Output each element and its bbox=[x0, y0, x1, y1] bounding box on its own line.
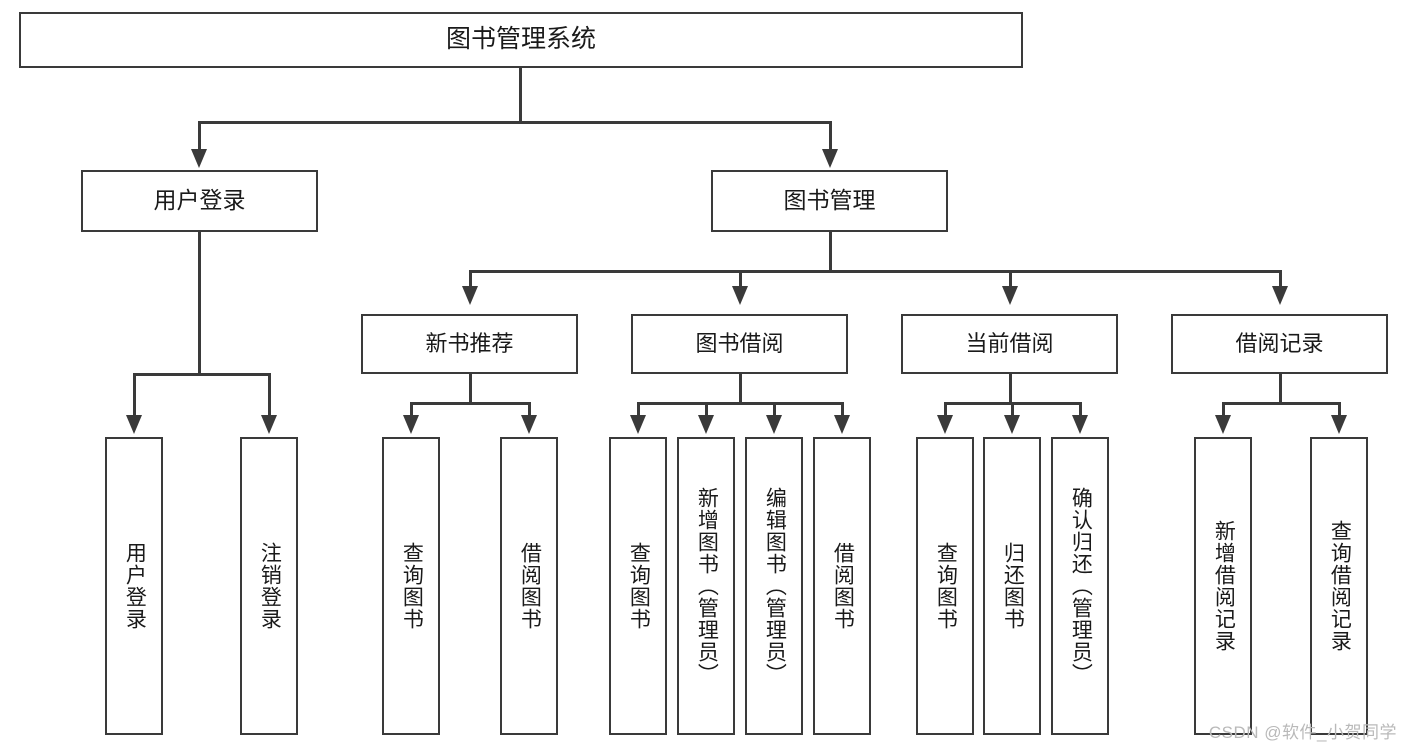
connector-new-book-bus bbox=[410, 402, 530, 405]
node-leaf-add-book[interactable]: 新增图书（管理员） bbox=[677, 437, 735, 735]
connector-new-book-to-leaf-2 bbox=[528, 402, 531, 417]
arrowhead-user-login-leaf-1 bbox=[126, 415, 142, 434]
connector-book-borrow-to-leaf-2 bbox=[705, 402, 708, 417]
arrowhead-bm-to-new-book bbox=[462, 286, 478, 305]
node-label: 当前借阅 bbox=[965, 331, 1054, 357]
node-label: 用户登录 bbox=[123, 542, 147, 630]
node-book-management[interactable]: 图书管理 bbox=[711, 170, 948, 232]
node-label: 归还图书 bbox=[1001, 542, 1025, 630]
node-current-borrow[interactable]: 当前借阅 bbox=[901, 314, 1118, 374]
connector-book-management-bus bbox=[469, 270, 1279, 273]
node-label: 查询图书 bbox=[627, 542, 651, 630]
node-label: 查询图书 bbox=[934, 542, 958, 630]
arrowhead-book-borrow-leaf-3 bbox=[766, 415, 782, 434]
node-leaf-query-book-3[interactable]: 查询图书 bbox=[916, 437, 974, 735]
node-label: 确认归还（管理员） bbox=[1069, 487, 1093, 685]
node-leaf-query-book-1[interactable]: 查询图书 bbox=[382, 437, 440, 735]
node-label: 借阅图书 bbox=[518, 542, 542, 630]
arrowhead-root-to-user-login bbox=[191, 149, 207, 168]
arrowhead-current-borrow-leaf-3 bbox=[1072, 415, 1088, 434]
node-label: 查询图书 bbox=[400, 542, 424, 630]
node-leaf-edit-book[interactable]: 编辑图书（管理员） bbox=[745, 437, 803, 735]
connector-user-login-to-leaf-1 bbox=[133, 373, 136, 417]
connector-root-to-book-management bbox=[829, 121, 832, 151]
connector-root-bus bbox=[198, 121, 831, 124]
node-leaf-borrow-book-1[interactable]: 借阅图书 bbox=[500, 437, 558, 735]
connector-user-login-stem bbox=[198, 232, 201, 375]
node-leaf-confirm-return[interactable]: 确认归还（管理员） bbox=[1051, 437, 1109, 735]
connector-current-borrow-to-leaf-3 bbox=[1079, 402, 1082, 417]
arrowhead-book-borrow-leaf-4 bbox=[834, 415, 850, 434]
node-label: 新增图书（管理员） bbox=[695, 487, 719, 685]
connector-book-management-stem bbox=[829, 232, 832, 272]
arrowhead-book-borrow-leaf-1 bbox=[630, 415, 646, 434]
connector-root-stem bbox=[519, 68, 522, 123]
connector-user-login-to-leaf-2 bbox=[268, 373, 271, 417]
arrowhead-bm-to-borrow-record bbox=[1272, 286, 1288, 305]
connector-bm-to-book-borrow bbox=[739, 270, 742, 288]
connector-book-borrow-to-leaf-1 bbox=[637, 402, 640, 417]
connector-borrow-record-to-leaf-1 bbox=[1222, 402, 1225, 417]
node-label: 借阅记录 bbox=[1235, 331, 1324, 357]
arrowhead-book-borrow-leaf-2 bbox=[698, 415, 714, 434]
node-label: 新书推荐 bbox=[425, 331, 514, 357]
node-leaf-add-record[interactable]: 新增借阅记录 bbox=[1194, 437, 1252, 735]
connector-borrow-record-stem bbox=[1279, 374, 1282, 404]
node-leaf-query-record[interactable]: 查询借阅记录 bbox=[1310, 437, 1368, 735]
node-label: 注销登录 bbox=[258, 542, 282, 630]
node-label: 图书借阅 bbox=[695, 331, 784, 357]
arrowhead-current-borrow-leaf-1 bbox=[937, 415, 953, 434]
node-label: 图书管理 bbox=[783, 187, 876, 214]
node-leaf-logout-login[interactable]: 注销登录 bbox=[240, 437, 298, 735]
connector-bm-to-current-borrow bbox=[1009, 270, 1012, 288]
node-label: 借阅图书 bbox=[831, 542, 855, 630]
connector-root-to-user-login bbox=[198, 121, 201, 151]
connector-current-borrow-to-leaf-2 bbox=[1011, 402, 1014, 417]
connector-borrow-record-to-leaf-2 bbox=[1338, 402, 1341, 417]
connector-bm-to-new-book bbox=[469, 270, 472, 288]
connector-book-borrow-bus bbox=[637, 402, 842, 405]
connector-book-borrow-stem bbox=[739, 374, 742, 404]
node-book-borrow[interactable]: 图书借阅 bbox=[631, 314, 848, 374]
connector-borrow-record-bus bbox=[1222, 402, 1340, 405]
node-leaf-return-book[interactable]: 归还图书 bbox=[983, 437, 1041, 735]
arrowhead-current-borrow-leaf-2 bbox=[1004, 415, 1020, 434]
node-label: 编辑图书（管理员） bbox=[763, 487, 787, 685]
arrowhead-borrow-record-leaf-2 bbox=[1331, 415, 1347, 434]
node-label: 用户登录 bbox=[153, 187, 246, 214]
arrowhead-new-book-leaf-1 bbox=[403, 415, 419, 434]
arrowhead-borrow-record-leaf-1 bbox=[1215, 415, 1231, 434]
arrowhead-user-login-leaf-2 bbox=[261, 415, 277, 434]
connector-new-book-to-leaf-1 bbox=[410, 402, 413, 417]
connector-current-borrow-stem bbox=[1009, 374, 1012, 404]
node-label: 查询借阅记录 bbox=[1328, 520, 1352, 652]
arrowhead-root-to-book-management bbox=[822, 149, 838, 168]
node-label: 图书管理系统 bbox=[445, 25, 596, 54]
node-user-login[interactable]: 用户登录 bbox=[81, 170, 318, 232]
node-leaf-user-login[interactable]: 用户登录 bbox=[105, 437, 163, 735]
connector-user-login-bus bbox=[133, 373, 270, 376]
node-leaf-query-book-2[interactable]: 查询图书 bbox=[609, 437, 667, 735]
connector-current-borrow-to-leaf-1 bbox=[944, 402, 947, 417]
connector-new-book-stem bbox=[469, 374, 472, 404]
node-root-system[interactable]: 图书管理系统 bbox=[19, 12, 1023, 68]
node-leaf-borrow-book-2[interactable]: 借阅图书 bbox=[813, 437, 871, 735]
connector-book-borrow-to-leaf-3 bbox=[773, 402, 776, 417]
arrowhead-bm-to-book-borrow bbox=[732, 286, 748, 305]
connector-book-borrow-to-leaf-4 bbox=[841, 402, 844, 417]
connector-bm-to-borrow-record bbox=[1279, 270, 1282, 288]
arrowhead-bm-to-current-borrow bbox=[1002, 286, 1018, 305]
node-label: 新增借阅记录 bbox=[1212, 520, 1236, 652]
node-borrow-record[interactable]: 借阅记录 bbox=[1171, 314, 1388, 374]
arrowhead-new-book-leaf-2 bbox=[521, 415, 537, 434]
node-new-book-recommend[interactable]: 新书推荐 bbox=[361, 314, 578, 374]
